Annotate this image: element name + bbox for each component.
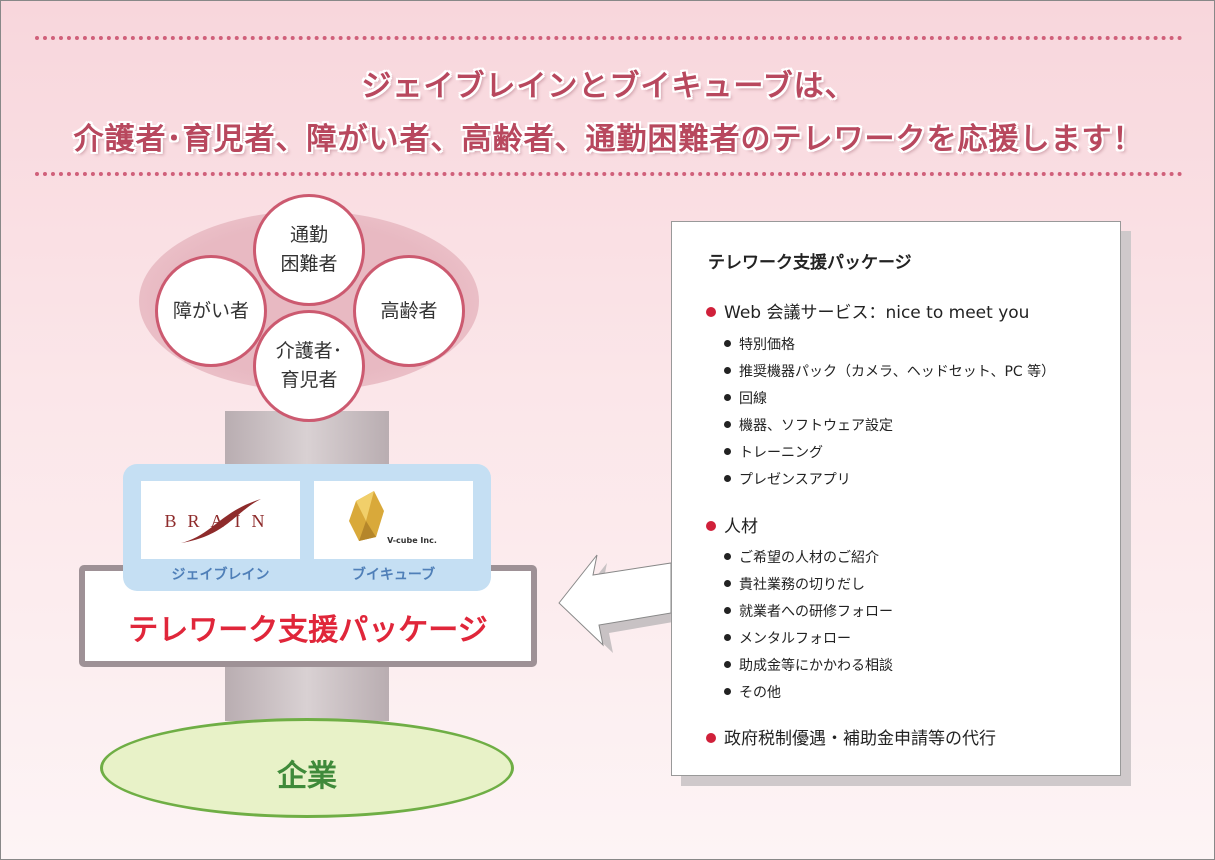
arrow-left-icon bbox=[558, 554, 679, 653]
divider-bottom bbox=[35, 172, 1183, 176]
vcube-label: ブイキューブ bbox=[351, 567, 436, 583]
section-web-conference: Web 会議サービス：nice to meet you bbox=[706, 298, 1029, 323]
target-disabled: 障がい者 bbox=[155, 255, 267, 367]
company-label: 企業 bbox=[277, 759, 337, 794]
brain-logo: BRAIN bbox=[141, 481, 300, 559]
connector-pillar-lower bbox=[225, 661, 389, 721]
svg-text:V-cube Inc.: V-cube Inc. bbox=[387, 536, 437, 545]
company-ellipse: 企業 bbox=[100, 718, 514, 818]
partners-box: BRAIN ジェイブレイン V-cube Inc. ブイキューブ bbox=[123, 464, 491, 591]
section-government-support: 政府税制優遇・補助金申請等の代行 bbox=[706, 724, 996, 749]
section-human-resources: 人材 bbox=[706, 512, 758, 537]
list-item: 就業者への研修フォロー bbox=[739, 604, 893, 620]
list-item: 特別価格 bbox=[739, 337, 795, 353]
list-item: 推奨機器パック（カメラ、ヘッドセット、PC 等） bbox=[739, 364, 1056, 380]
target-elderly: 高齢者 bbox=[353, 255, 465, 367]
divider-top bbox=[35, 36, 1183, 40]
panel-title: テレワーク支援パッケージ bbox=[708, 253, 912, 273]
list-item: 回線 bbox=[739, 391, 767, 407]
vcube-logo: V-cube Inc. bbox=[314, 481, 473, 559]
target-caregivers: 介護者･ 育児者 bbox=[253, 310, 365, 422]
headline-line2: 介護者･育児者、障がい者、高齢者、通勤困難者のテレワークを応援します！ bbox=[73, 122, 1144, 157]
list-item: 助成金等にかかわる相談 bbox=[739, 658, 893, 674]
list-item: メンタルフォロー bbox=[739, 631, 851, 647]
list-item: その他 bbox=[739, 685, 781, 701]
target-commute-difficulty: 通勤 困難者 bbox=[253, 194, 365, 306]
package-details-panel: テレワーク支援パッケージ Web 会議サービス：nice to meet you… bbox=[671, 221, 1121, 776]
svg-text:BRAIN: BRAIN bbox=[164, 511, 275, 531]
brain-label: ジェイブレイン bbox=[171, 567, 270, 583]
list-item: トレーニング bbox=[739, 445, 823, 461]
list-item: 貴社業務の切りだし bbox=[739, 577, 865, 593]
package-label: テレワーク支援パッケージ bbox=[128, 613, 488, 648]
list-item: プレゼンスアプリ bbox=[739, 472, 851, 488]
list-item: 機器、ソフトウェア設定 bbox=[739, 418, 893, 434]
list-item: ご希望の人材のご紹介 bbox=[739, 550, 879, 566]
headline-line1: ジェイブレインとブイキューブは、 bbox=[361, 69, 856, 104]
